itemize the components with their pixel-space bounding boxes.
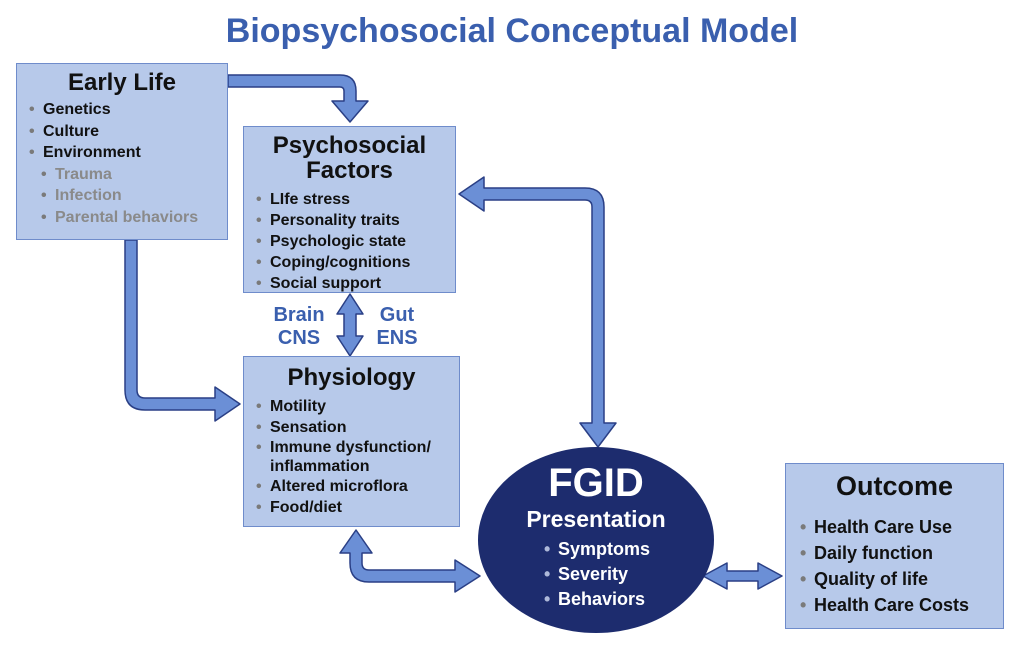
list-item: Genetics: [27, 99, 217, 121]
ens-label: ENS: [376, 327, 418, 349]
list-item: LIfe stress: [254, 189, 445, 210]
list-item: Personality traits: [254, 210, 445, 231]
arrow-early-to-psychosocial: [227, 74, 369, 123]
list-subitem: Parental behaviors: [27, 207, 217, 229]
gut-label: Gut: [379, 304, 415, 326]
arrow-psychosocial-fgid: [458, 176, 617, 448]
list-item: Symptoms: [542, 537, 650, 562]
arrow-early-to-physiology: [124, 239, 241, 422]
psychosocial-title: Psychosocial Factors: [254, 132, 445, 185]
physiology-title: Physiology: [287, 364, 416, 391]
early-life-title: Early Life: [67, 69, 177, 96]
outcome-box: Outcome Health Care Use Daily function Q…: [785, 463, 1004, 629]
brain-cns-label: Brain CNS: [268, 304, 330, 350]
list-item: Culture: [27, 121, 217, 143]
fgid-title: FGID: [548, 461, 644, 505]
list-item: Behaviors: [542, 587, 650, 612]
list-item: Social support: [254, 273, 445, 294]
list-item: Daily function: [798, 540, 991, 566]
list-subitem: Infection: [27, 185, 217, 207]
gut-ens-label: Gut ENS: [368, 304, 426, 350]
fgid-ellipse: FGID Presentation Symptoms Severity Beha…: [478, 447, 714, 633]
outcome-title: Outcome: [835, 471, 954, 501]
list-item: Health Care Costs: [798, 592, 991, 618]
early-life-box: Early Life Genetics Culture Environment …: [16, 63, 228, 240]
list-subitem: Trauma: [27, 164, 217, 186]
fgid-list: Symptoms Severity Behaviors: [542, 537, 650, 612]
outcome-list: Health Care Use Daily function Quality o…: [798, 514, 991, 618]
list-item: Sensation: [254, 417, 449, 438]
cns-label: CNS: [277, 327, 321, 349]
list-item: Severity: [542, 562, 650, 587]
list-item: Health Care Use: [798, 514, 991, 540]
list-item: Environment: [27, 142, 217, 164]
list-item: Food/diet: [254, 497, 449, 518]
physiology-list: Motility Sensation Immune dysfunction/ i…: [254, 396, 449, 518]
psychosocial-box: Psychosocial Factors LIfe stress Persona…: [243, 126, 456, 294]
list-item: Altered microflora: [254, 476, 449, 497]
early-life-list: Genetics Culture Environment Trauma Infe…: [27, 99, 217, 228]
psychosocial-title-line1: Psychosocial: [272, 132, 427, 159]
list-item: Immune dysfunction/ inflammation: [254, 438, 449, 476]
arrow-fgid-outcome: [702, 562, 783, 590]
brain-label: Brain: [273, 304, 325, 326]
arrow-brain-gut: [336, 293, 364, 357]
arrow-physiology-fgid: [339, 529, 481, 593]
diagram-title: Biopsychosocial Conceptual Model: [225, 12, 799, 50]
psychosocial-title-line2: Factors: [306, 157, 393, 185]
list-item: Coping/cognitions: [254, 252, 445, 273]
fgid-subtitle: Presentation: [526, 506, 666, 532]
list-item: Motility: [254, 396, 449, 417]
physiology-box: Physiology Motility Sensation Immune dys…: [243, 356, 460, 527]
list-item: Psychologic state: [254, 231, 445, 252]
psychosocial-list: LIfe stress Personality traits Psycholog…: [254, 189, 445, 294]
list-item: Quality of life: [798, 566, 991, 592]
